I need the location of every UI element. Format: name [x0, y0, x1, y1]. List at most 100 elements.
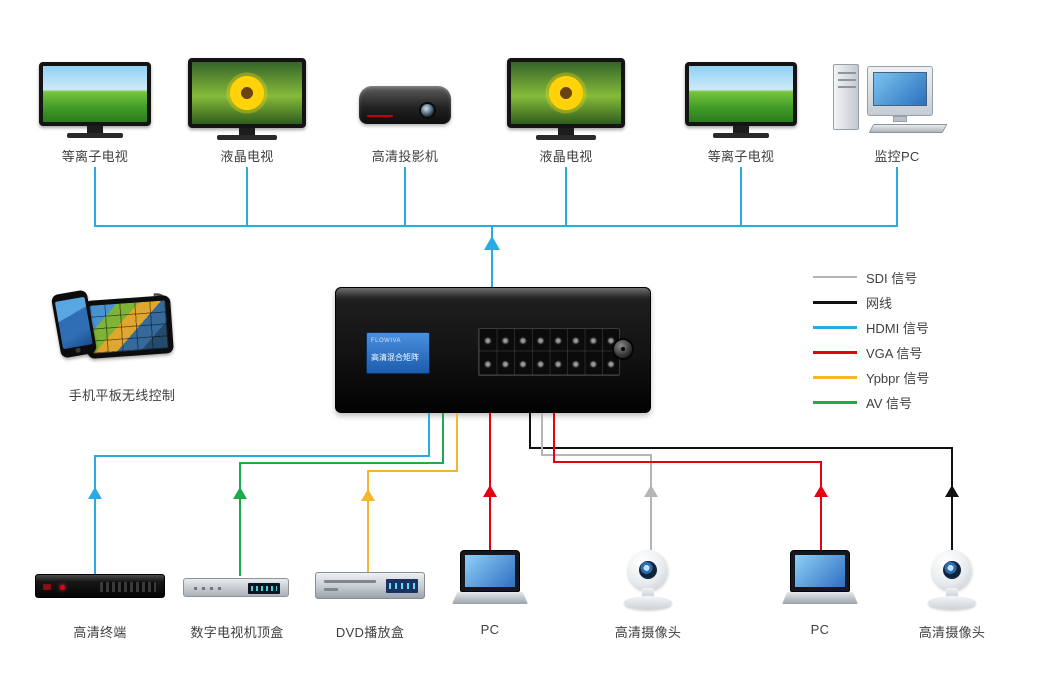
source-camera-1: 高清摄像头 [608, 548, 688, 652]
camera-base [928, 596, 976, 609]
legend-item-av: AV 信号 [813, 395, 929, 411]
camera-base [624, 596, 672, 609]
hdmi-cable-drop-display-5 [740, 167, 742, 225]
hdmi-arrow-up-icon [88, 487, 102, 499]
ypbpr-arrow-up-icon [361, 489, 375, 501]
tv-stand-base [536, 135, 596, 140]
legend-item-sdi: SDI 信号 [813, 270, 929, 286]
plasma-tv-icon [685, 62, 797, 126]
set-top-box-icon [183, 578, 289, 597]
lan-arrow-up-icon [945, 485, 959, 497]
legend: SDI 信号 网线 HDMI 信号 VGA 信号 Ypbpr 信号 AV 信号 [813, 270, 929, 411]
display-monitoring-pc: 监控PC [833, 58, 961, 164]
pc-monitor-icon [867, 66, 933, 116]
dvd-display [386, 579, 418, 593]
dvd-player-icon [315, 572, 425, 599]
display-projector: 高清投影机 [355, 58, 455, 164]
vga-cable-segment [553, 461, 822, 463]
hdmi-cable-segment [94, 455, 430, 457]
device-label: PC [480, 622, 500, 637]
lan-line-swatch [813, 300, 857, 304]
display-plasma-tv-1: 等离子电视 [39, 58, 151, 164]
stb-display [248, 583, 280, 594]
ypbpr-line-swatch [813, 375, 857, 379]
matrix-switcher: FLOWIVA 高清混合矩阵 [335, 287, 651, 413]
hdmi-cable-matrix-to-bus [491, 227, 493, 287]
hdmi-cable-drop-display-1 [94, 167, 96, 225]
tablet-screen [89, 300, 169, 354]
source-camera-2: 高清摄像头 [912, 548, 992, 652]
matrix-port-grid [478, 328, 620, 376]
source-hd-terminal: 高清终端 [35, 548, 165, 652]
ypbpr-cable-segment [367, 470, 369, 572]
phone-home-button [75, 347, 82, 354]
pc-monitor-screen [873, 72, 927, 106]
tv-stand-base [217, 135, 277, 140]
device-label: 监控PC [874, 149, 920, 164]
av-line-swatch [813, 400, 857, 404]
hdmi-cable-segment [428, 413, 430, 457]
camera-lens [639, 561, 657, 579]
plasma-tv-icon [39, 62, 151, 126]
vga-arrow-up-icon [483, 485, 497, 497]
device-label: 高清终端 [73, 625, 127, 640]
hdmi-bus-line [94, 225, 898, 227]
ypbpr-cable-segment [367, 470, 458, 472]
matrix-screen-label: 高清混合矩阵 [371, 353, 419, 362]
hdmi-cable-drop-display-2 [246, 167, 248, 225]
device-label: 高清摄像头 [918, 625, 986, 640]
laptop-keyboard-icon [452, 592, 528, 604]
sdi-arrow-up-icon [644, 485, 658, 497]
av-cable-segment [239, 462, 241, 576]
sdi-cable-segment [650, 454, 652, 550]
hdmi-cable-drop-display-4 [565, 167, 567, 225]
av-arrow-up-icon [233, 487, 247, 499]
hdmi-cable-drop-display-6 [896, 167, 898, 225]
device-label: PC [810, 622, 830, 637]
source-pc-2: PC [782, 548, 858, 652]
pc-keyboard-icon [868, 124, 948, 133]
legend-item-lan: 网线 [813, 295, 929, 311]
hdmi-cable-segment [94, 455, 96, 575]
sdi-line-swatch [813, 276, 857, 278]
tv-stand-base [713, 133, 769, 138]
device-label: DVD播放盒 [335, 625, 405, 640]
lan-cable-segment [951, 447, 953, 550]
dvd-disc-tray [324, 580, 376, 583]
av-cable-segment [442, 413, 444, 464]
laptop-screen-icon [790, 550, 850, 592]
dvd-digits [389, 583, 415, 589]
stb-digits [251, 586, 277, 591]
pc-tower-icon [833, 64, 859, 130]
power-led [60, 585, 65, 590]
tv-stand [87, 126, 103, 133]
lcd-tv-icon [507, 58, 625, 128]
hdmi-line-swatch [813, 325, 857, 329]
vga-cable-segment [553, 413, 555, 463]
lan-cable-segment [529, 413, 531, 449]
device-label: 高清投影机 [371, 149, 439, 164]
av-cable-segment [239, 462, 444, 464]
legend-item-ypbpr: Ypbpr 信号 [813, 370, 929, 386]
tv-stand [733, 126, 749, 133]
vga-line-swatch [813, 350, 857, 354]
tv-stand-base [67, 133, 123, 138]
laptop-keyboard-icon [782, 592, 858, 604]
rack-vents [100, 582, 156, 592]
display-plasma-tv-2: 等离子电视 [685, 58, 797, 164]
device-label: 数字电视机顶盒 [190, 625, 284, 640]
device-label: 液晶电视 [220, 149, 274, 164]
hdmi-arrow-up-icon [484, 236, 500, 250]
source-dvd-player: DVD播放盒 [313, 548, 427, 652]
rack-logo [43, 584, 51, 590]
hd-terminal-icon [35, 574, 165, 598]
device-label: 等离子电视 [61, 149, 129, 164]
wireless-control-group: 手机平板无线控制 [42, 286, 202, 406]
matrix-top-edge [336, 288, 650, 297]
camera-neck [946, 588, 958, 598]
matrix-brand: FLOWIVA [371, 338, 402, 344]
device-label: 高清摄像头 [614, 625, 682, 640]
projector-stripe [367, 115, 393, 117]
source-pc-1: PC [452, 548, 528, 652]
